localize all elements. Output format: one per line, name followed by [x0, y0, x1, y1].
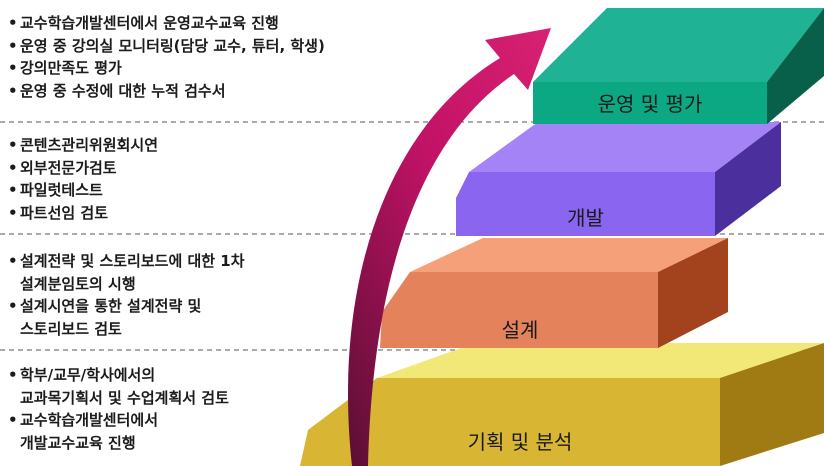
- bullet-group-planning-analysis: •학부/교무/학사에서의 교과목기획서 및 수업계획서 검토 •교수학습개발센터…: [8, 364, 328, 454]
- bullet-item: •설계전략 및 스토리보드에 대한 1차 설계분임토의 시행: [8, 252, 245, 293]
- step-label-development: 개발: [567, 206, 604, 230]
- step-label-design: 설계: [501, 318, 539, 342]
- bullet-item: •설계시연을 통한 설계전략 및 스토리보드 검토: [8, 297, 202, 338]
- step-label-planning-analysis: 기획 및 분석: [467, 430, 573, 454]
- bullet-group-operation-evaluation: •교수학습개발센터에서 운영교수교육 진행 •운영 중 강의실 모니터링(담당 …: [8, 12, 328, 102]
- bullet-group-development: •콘텐츠관리위원회시연 •외부전문가검토 •파일럿테스트 •파트선임 검토: [8, 134, 328, 224]
- bullet-item: •파일럿테스트: [8, 181, 103, 199]
- bullet-item: •강의만족도 평가: [8, 59, 122, 77]
- step-operation-evaluation: [533, 8, 824, 124]
- bullet-item: •파트선임 검토: [8, 203, 109, 222]
- bullet-item: •운영 중 강의실 모니터링(담당 교수, 튜터, 학생): [8, 36, 325, 55]
- bullet-item: •교수학습개발센터에서 개발교수교육 진행: [8, 411, 159, 452]
- bullet-item: •학부/교무/학사에서의 교과목기획서 및 수업계획서 검토: [8, 366, 229, 407]
- bullet-item: •운영 중 수정에 대한 누적 검수서: [8, 81, 226, 100]
- bullet-item: •교수학습개발센터에서 운영교수교육 진행: [8, 14, 279, 32]
- bullet-item: •외부전문가검토: [8, 158, 117, 177]
- step-label-operation-evaluation: 운영 및 평가: [597, 92, 703, 116]
- step-planning-analysis: [300, 343, 824, 466]
- progress-arrow: [348, 28, 551, 466]
- step-design: [380, 238, 728, 348]
- bullet-item: •콘텐츠관리위원회시연: [8, 136, 159, 154]
- step-development: [456, 122, 781, 236]
- bullet-group-design: •설계전략 및 스토리보드에 대한 1차 설계분임토의 시행 •설계시연을 통한…: [8, 250, 328, 340]
